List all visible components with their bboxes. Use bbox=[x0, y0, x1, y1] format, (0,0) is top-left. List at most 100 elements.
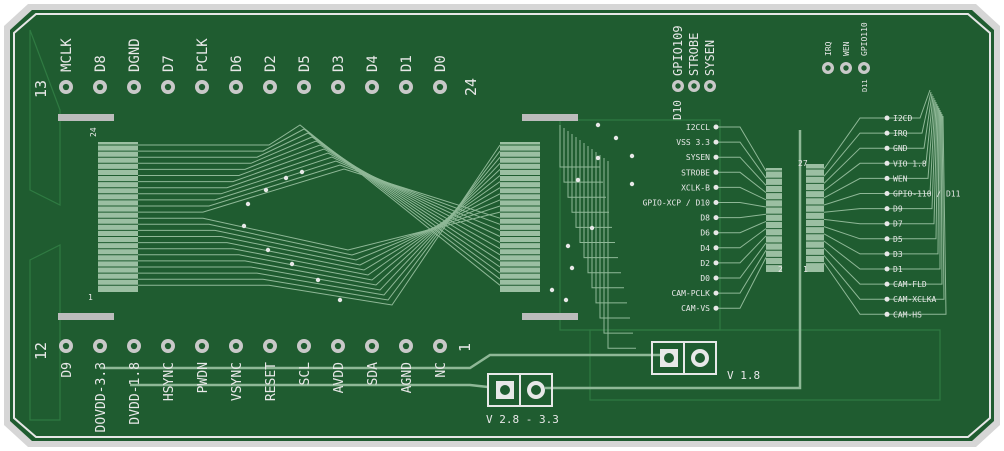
bottom-header-label: DOVDD-3.3 bbox=[94, 362, 109, 432]
right-signal-label: VIO 1.8 bbox=[893, 159, 927, 168]
bottom-header-label: PWDN bbox=[196, 362, 211, 393]
bottom-header-label: DVDD-1.8 bbox=[128, 362, 143, 425]
right-signal-label: D9 bbox=[893, 205, 903, 214]
connector-pin-top: 27 bbox=[798, 159, 808, 168]
signal-via bbox=[713, 260, 719, 266]
top-header-pad bbox=[229, 80, 243, 94]
right-signal-label: I2CD bbox=[893, 114, 912, 123]
signal-via bbox=[884, 160, 890, 166]
left-signal-label: D2 bbox=[700, 259, 710, 268]
signal-via bbox=[713, 184, 719, 190]
jumper-v28-33 bbox=[487, 373, 553, 407]
signal-via bbox=[884, 191, 890, 196]
bottom-header-pad bbox=[433, 339, 447, 353]
signal-via bbox=[884, 266, 890, 272]
signal-via bbox=[713, 169, 719, 175]
signal-via bbox=[884, 175, 890, 181]
left-signal-label: CAM-PCLK bbox=[671, 289, 710, 298]
bottom-header-label: NC bbox=[434, 362, 449, 378]
bottom-header-pad bbox=[399, 339, 413, 353]
fpc-bar-bottom-left bbox=[58, 313, 114, 320]
bottom-header-pad bbox=[161, 339, 175, 353]
mid-header-pins bbox=[672, 80, 716, 92]
fpc-connector-left bbox=[98, 142, 138, 292]
bottom-header-pad bbox=[331, 339, 345, 353]
top-header-label: DGND bbox=[127, 38, 143, 72]
right-signal-label: CAM-HS bbox=[893, 310, 922, 319]
right-signal-label: WEN bbox=[893, 174, 908, 183]
signal-via bbox=[884, 115, 890, 121]
right-signal-label: D5 bbox=[893, 235, 903, 244]
jumper-v18 bbox=[651, 341, 717, 375]
top-header-label: D0 bbox=[433, 55, 449, 72]
top-index-right: 24 bbox=[462, 78, 480, 96]
top-header-pad bbox=[263, 80, 277, 94]
signal-via bbox=[713, 154, 719, 160]
top-header-label: D2 bbox=[263, 55, 279, 72]
board-silk-outline bbox=[13, 13, 991, 438]
signal-via bbox=[713, 139, 719, 145]
bottom-header-pad bbox=[229, 339, 243, 353]
jumper-v18-label: V 1.8 bbox=[727, 369, 760, 382]
signal-via bbox=[713, 305, 719, 311]
top-header-pad bbox=[127, 80, 141, 94]
signal-via bbox=[713, 290, 719, 296]
signal-via bbox=[713, 200, 719, 205]
connector-pin-right-bottom: 1 bbox=[803, 265, 808, 274]
fpc-pin-bottom-number: 1 bbox=[88, 293, 93, 302]
bottom-header-pad bbox=[263, 339, 277, 353]
right-signal-label: D1 bbox=[893, 265, 903, 274]
signal-via bbox=[713, 215, 719, 221]
right-signal-label: D3 bbox=[893, 250, 903, 259]
fpc-bar-top-left bbox=[58, 114, 114, 121]
top-header-pad bbox=[297, 80, 311, 94]
signal-via bbox=[713, 230, 719, 236]
left-signal-label: VSS 3.3 bbox=[676, 138, 710, 147]
mid-header-pad bbox=[688, 80, 700, 92]
right-header-pad bbox=[858, 62, 870, 74]
top-header-label: D8 bbox=[93, 55, 109, 72]
fpc-bar-top-right bbox=[522, 114, 578, 121]
top-header-pad bbox=[331, 80, 345, 94]
signal-via bbox=[884, 236, 890, 242]
signal-via bbox=[884, 145, 890, 151]
bottom-header-pins bbox=[59, 339, 447, 353]
right-signal-label: GPIO-110 / D11 bbox=[893, 190, 961, 199]
signal-via bbox=[884, 311, 890, 317]
signal-via bbox=[884, 251, 890, 257]
bottom-header-pad bbox=[59, 339, 73, 353]
right-header-label: GPIO110 bbox=[860, 22, 869, 56]
right-header-pad bbox=[840, 62, 852, 74]
right-header-label: IRQ bbox=[824, 41, 833, 56]
top-index-left: 13 bbox=[32, 80, 50, 98]
signal-via bbox=[713, 275, 719, 281]
left-signal-label: D4 bbox=[700, 244, 710, 253]
signal-via bbox=[884, 206, 890, 212]
signal-via bbox=[713, 124, 719, 130]
bottom-header-label: SDA bbox=[366, 362, 381, 386]
top-header-pad bbox=[59, 80, 73, 94]
top-header-pad bbox=[365, 80, 379, 94]
top-header-label: D6 bbox=[229, 55, 245, 72]
top-header-label: D5 bbox=[297, 55, 313, 72]
mid-header-label: GPIO109 bbox=[671, 25, 685, 76]
right-header-row-label: D11 bbox=[861, 79, 869, 92]
right-signal-label: GND bbox=[893, 144, 908, 153]
bottom-header-label: RESET bbox=[264, 362, 279, 401]
signal-via bbox=[884, 221, 890, 227]
bottom-index-right: 1 bbox=[456, 343, 474, 352]
top-header-label: MCLK bbox=[59, 38, 75, 72]
bottom-header-pad bbox=[127, 339, 141, 353]
bottom-header-label: AGND bbox=[400, 362, 415, 393]
mid-header-row-label: D10 bbox=[671, 100, 684, 120]
mid-header-label: SYSEN bbox=[703, 40, 717, 76]
left-signal-label: CAM-VS bbox=[681, 304, 710, 313]
bottom-index-left: 12 bbox=[32, 342, 50, 360]
bottom-header-pad bbox=[365, 339, 379, 353]
bottom-header-pad bbox=[93, 339, 107, 353]
